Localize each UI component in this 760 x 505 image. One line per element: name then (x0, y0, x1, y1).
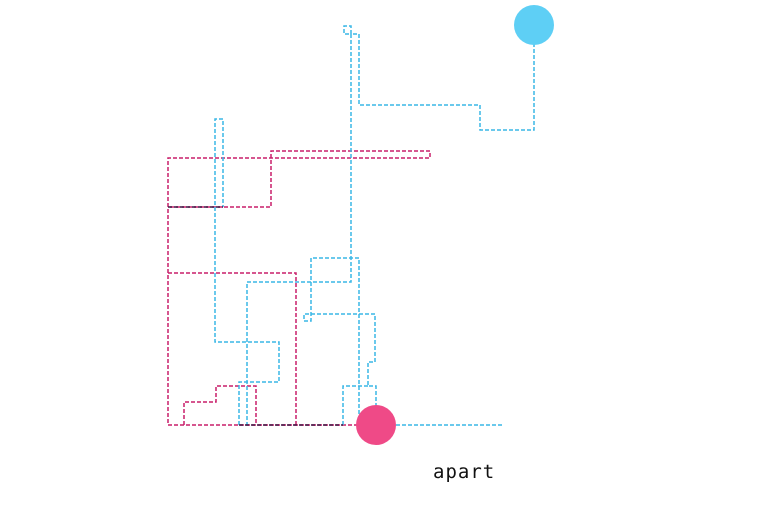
blue-node (514, 5, 554, 45)
caption-label: apart (433, 461, 496, 483)
blue-route (214, 25, 535, 426)
pink-route (167, 150, 431, 426)
overlap-segment (168, 206, 343, 426)
pink-node (356, 405, 396, 445)
